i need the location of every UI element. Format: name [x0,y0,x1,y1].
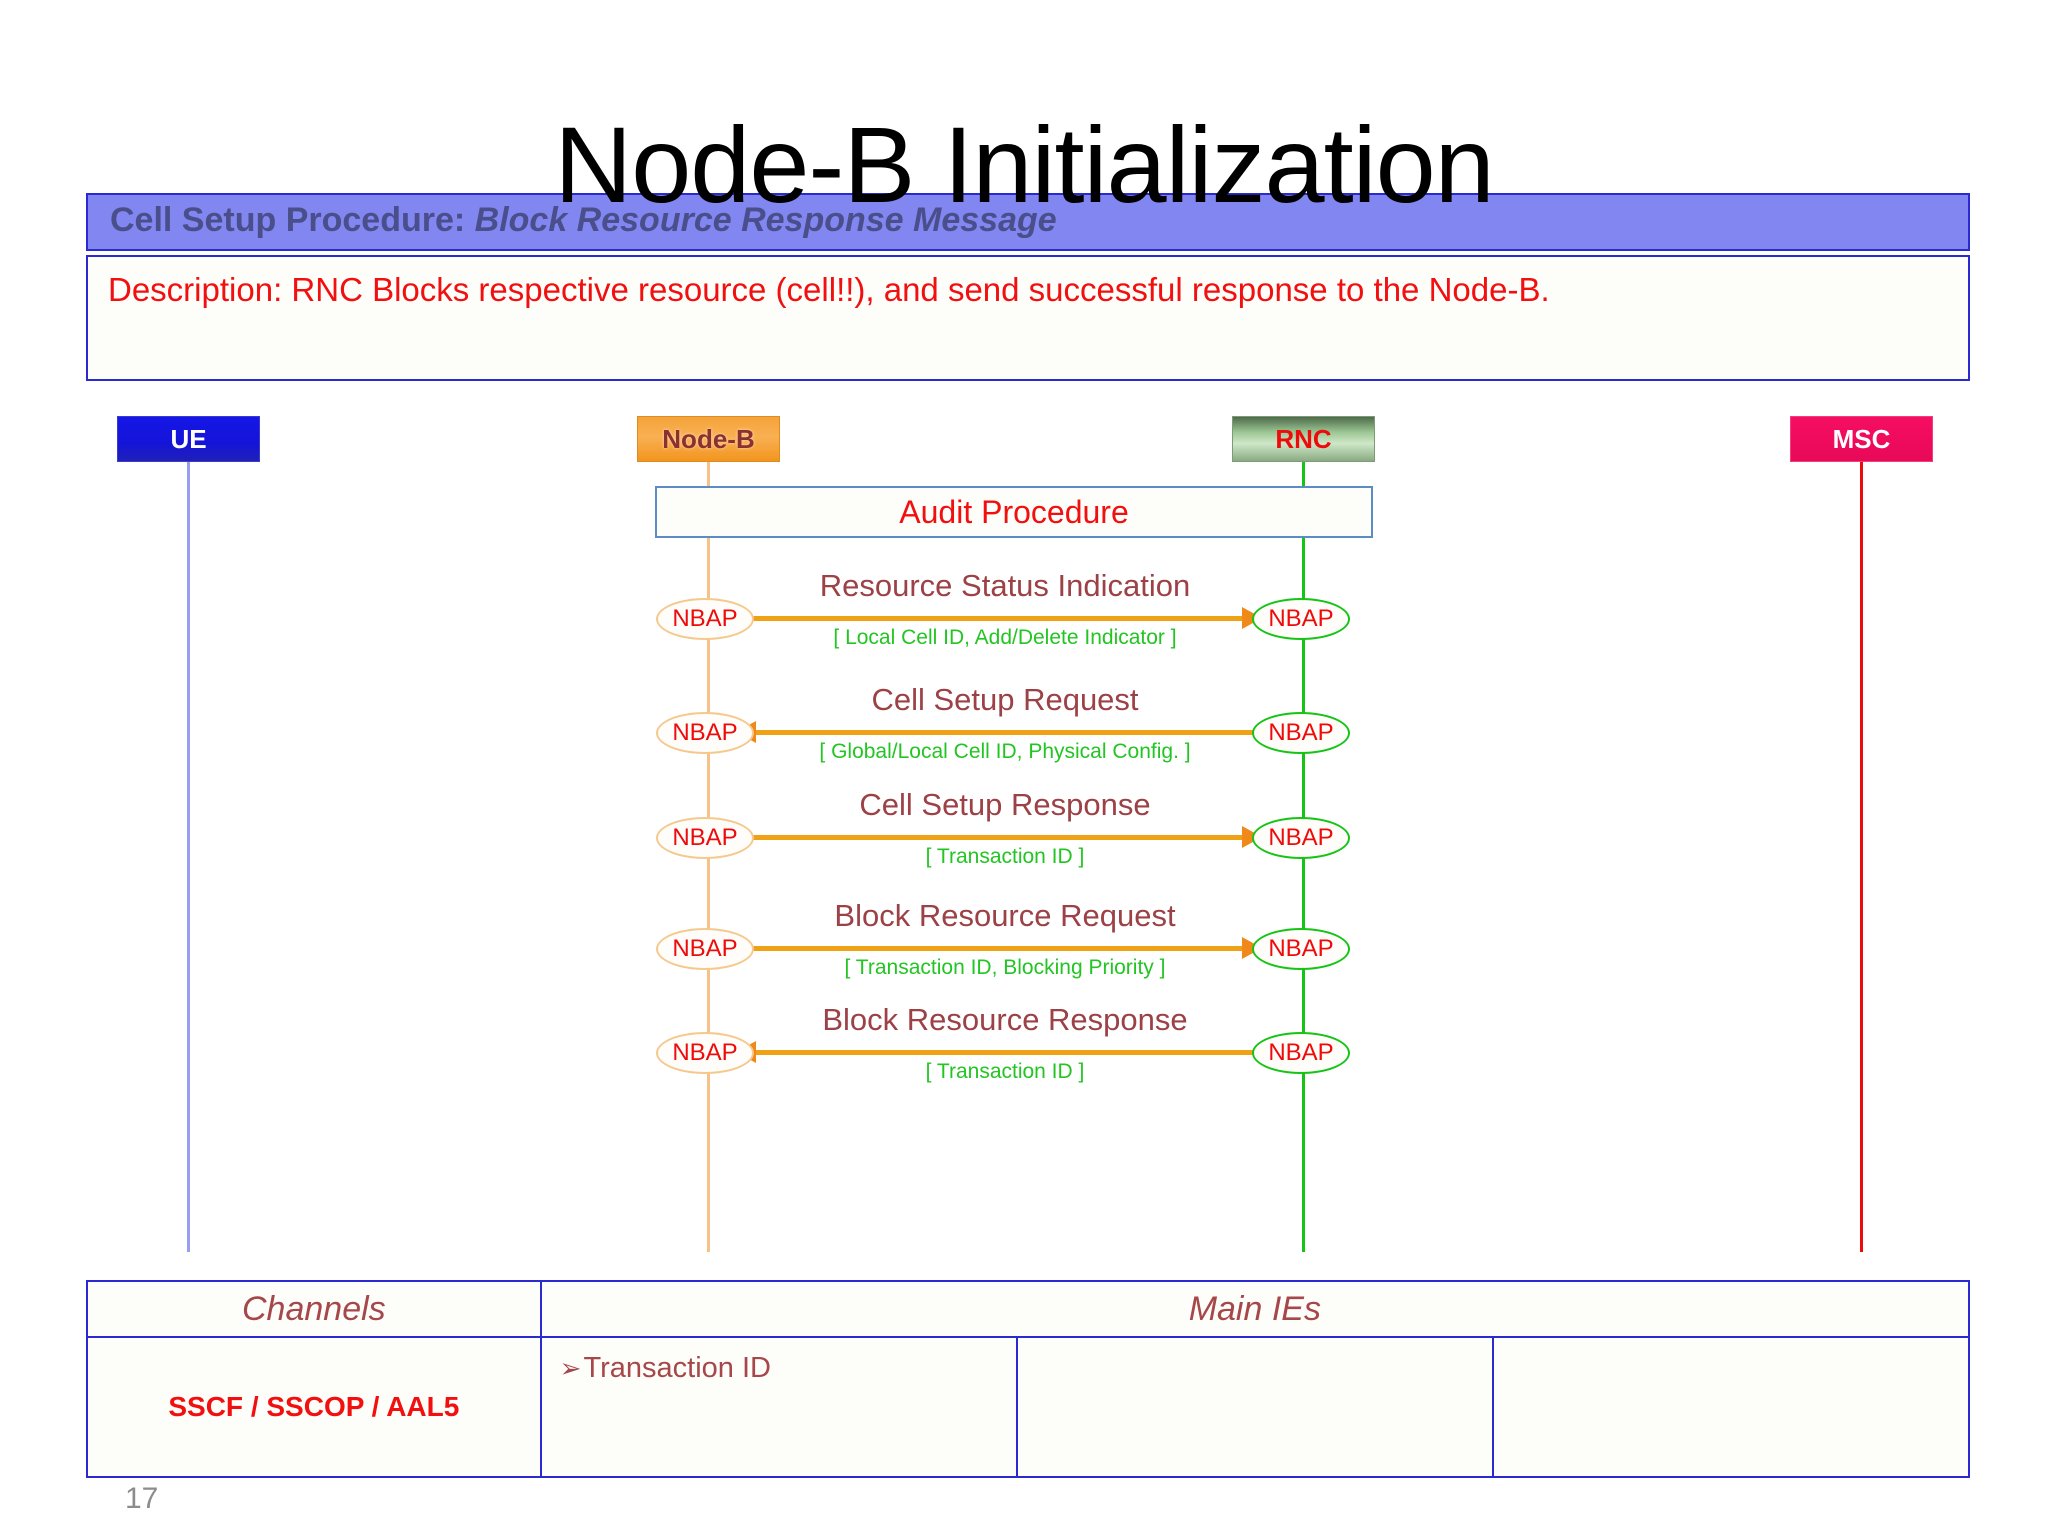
protocol-endpoint-left: NBAP [656,928,754,970]
message-arrow-line [752,835,1256,840]
table-cell-ie-1-text: Transaction ID [583,1352,771,1384]
audit-procedure-box: Audit Procedure [655,486,1373,538]
message-label: Block Resource Request [834,898,1176,933]
table-cell-ie-2 [1015,1336,1494,1478]
page-number: 17 [125,1482,159,1515]
audit-procedure-label: Audit Procedure [899,493,1129,530]
message-label: Block Resource Response [822,1002,1188,1037]
table-header-channels: Channels [86,1280,542,1338]
message-row: Block Resource Request NBAP NBAP [ Trans… [640,898,1400,996]
lifeline-ue [187,462,190,1252]
actor-label-ue: UE [170,423,207,454]
bullet-arrow-icon: ➢ [559,1353,582,1383]
message-ie-list: [ Transaction ID ] [925,1060,1085,1083]
description-box: Description: RNC Blocks respective resou… [86,255,1970,381]
table-cell-ie-1: ➢Transaction ID [539,1336,1018,1478]
section-header-prefix: Cell Setup Procedure: [110,201,475,239]
message-ie-list: [ Global/Local Cell ID, Physical Config.… [819,740,1191,763]
section-header-text: Cell Setup Procedure: Block Resource Res… [110,201,1057,240]
protocol-endpoint-right: NBAP [1252,1032,1350,1074]
message-row: Cell Setup Response NBAP NBAP [ Transact… [640,787,1400,885]
actor-label-msc: MSC [1832,423,1891,454]
message-ie-list: [ Local Cell ID, Add/Delete Indicator ] [833,626,1177,649]
actor-box-rnc: RNC [1232,416,1375,462]
message-label: Resource Status Indication [819,568,1191,603]
message-row: Block Resource Response NBAP NBAP [ Tran… [640,1002,1400,1100]
message-arrow-line [752,946,1256,951]
message-arrow-line [752,730,1256,735]
table-row: SSCF / SSCOP / AAL5 ➢Transaction ID [86,1336,1971,1478]
message-row: Resource Status Indication NBAP NBAP [ L… [640,568,1400,666]
table-cell-ie-3 [1491,1336,1971,1478]
table-header-row: Channels Main IEs [86,1280,1971,1338]
summary-table: Channels Main IEs SSCF / SSCOP / AAL5 ➢T… [86,1280,1971,1478]
message-arrow-line [752,616,1256,621]
protocol-endpoint-right: NBAP [1252,598,1350,640]
actor-label-node-b: Node-B [662,423,755,454]
actor-label-rnc: RNC [1275,423,1332,454]
protocol-endpoint-right: NBAP [1252,712,1350,754]
protocol-endpoint-left: NBAP [656,1032,754,1074]
protocol-endpoint-right: NBAP [1252,817,1350,859]
message-label: Cell Setup Request [871,682,1139,717]
section-header-emphasis: Block Resource Response Message [474,201,1057,239]
message-row: Cell Setup Request NBAP NBAP [ Global/Lo… [640,682,1400,780]
protocol-endpoint-right: NBAP [1252,928,1350,970]
protocol-endpoint-left: NBAP [656,598,754,640]
actor-box-node-b: Node-B [637,416,780,462]
table-header-main-ies: Main IEs [539,1280,1971,1338]
description-text: Description: RNC Blocks respective resou… [108,271,1550,308]
actor-box-ue: UE [117,416,260,462]
message-label: Cell Setup Response [859,787,1151,822]
lifeline-msc [1860,462,1863,1252]
protocol-endpoint-left: NBAP [656,817,754,859]
message-ie-list: [ Transaction ID, Blocking Priority ] [844,956,1166,979]
table-cell-channels: SSCF / SSCOP / AAL5 [86,1336,542,1478]
protocol-endpoint-left: NBAP [656,712,754,754]
section-header-band: Cell Setup Procedure: Block Resource Res… [86,193,1970,251]
message-ie-list: [ Transaction ID ] [925,845,1085,868]
message-arrow-line [752,1050,1256,1055]
actor-box-msc: MSC [1790,416,1933,462]
